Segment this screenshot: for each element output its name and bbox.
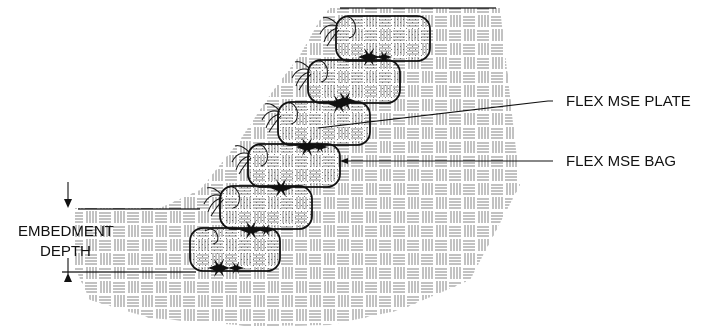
seed-tuft-icon [203,187,224,217]
seed-tuft-icon [261,103,282,133]
embedment-dimension [64,182,72,282]
flex-mse-plate [328,95,350,113]
flex-mse-plate [270,179,292,197]
flex-mse-plate [334,92,356,110]
flex-mse-bag [219,185,313,230]
flex-mse-bag [277,101,371,146]
seed-tuft-icon [319,17,340,47]
flex-mse-plate [240,221,274,239]
dimension-arrow-icon [64,199,72,208]
plate-label: FLEX MSE PLATE [566,93,691,110]
dimension-arrow-icon [340,158,348,164]
embedment-label: EMBEDMENT [18,223,114,240]
foundation-soil [75,210,190,272]
bag-label: FLEX MSE BAG [566,153,676,170]
depth-label: DEPTH [40,243,91,260]
flex-mse-bag [307,59,401,104]
plate-leader-line [317,100,553,129]
flex-mse-bag [335,15,431,62]
flex-mse-bag [247,143,341,188]
flex-mse-bag [189,227,281,277]
flex-mse-plate [296,138,328,156]
seed-tuft-icon [291,61,312,91]
dimension-arrow-icon [64,273,72,282]
flex-mse-plate [358,48,392,66]
stake-icon [208,259,244,277]
seed-tuft-icon [231,145,252,175]
bag-stack [189,15,431,277]
